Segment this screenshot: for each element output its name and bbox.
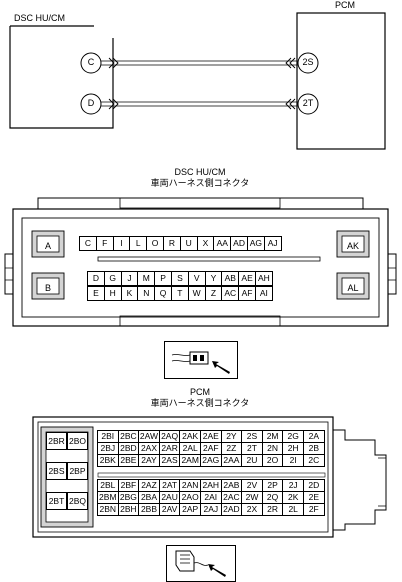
pcm-pin-2bo: 2BO — [67, 432, 88, 450]
pcm-pin-2i: 2I — [282, 454, 304, 467]
dsc-pin-q: Q — [154, 286, 172, 301]
dsc-pin-o: O — [146, 236, 164, 251]
pcm-pin-2u: 2U — [241, 454, 263, 467]
pcm-pin-2aa: 2AA — [220, 454, 243, 467]
pcm-pin-2r: 2R — [261, 503, 284, 516]
pin-c-circle — [80, 52, 102, 74]
pin-d-circle — [80, 93, 102, 115]
chevron-right-icon — [108, 98, 119, 110]
dsc-pin-z: Z — [204, 286, 223, 301]
dsc-pin-t: T — [171, 286, 189, 301]
dsc-pin-u: U — [179, 236, 198, 251]
dsc-pin-ab: AB — [221, 271, 240, 286]
dsc-key-ak: AK — [346, 241, 359, 251]
pcm-pin-2br: 2BR — [46, 432, 67, 450]
dsc-pin-c: C — [79, 236, 97, 251]
pcm-pin-2bs: 2BS — [46, 462, 67, 480]
dsc-pin-x: X — [196, 236, 215, 251]
pcm-pin-2e: 2E — [303, 491, 325, 504]
dsc-key-a: A — [44, 241, 51, 251]
dsc-pin-f: F — [95, 236, 114, 251]
dsc-pin-aa: AA — [213, 236, 232, 251]
pcm-connector-title: PCM — [190, 387, 210, 397]
pcm-pin-2bp: 2BP — [67, 462, 88, 480]
pcm-box — [296, 12, 386, 150]
pcm-pin-2aj: 2AJ — [200, 503, 222, 516]
pcm-pin-2bk: 2BK — [97, 454, 119, 467]
pcm-pin-2ay: 2AY — [138, 454, 160, 467]
pcm-pin-2bt: 2BT — [46, 492, 67, 510]
dsc-pin-d: D — [87, 271, 105, 286]
dsc-key-b: B — [44, 283, 51, 293]
dsc-pin-g: G — [103, 271, 122, 286]
pin-2t-circle — [297, 93, 319, 115]
pcm-pin-2bq: 2BQ — [67, 492, 88, 510]
pcm-pin-2c: 2C — [303, 454, 325, 467]
connector-view-icon — [166, 545, 236, 582]
dsc-pin-p: P — [154, 271, 172, 286]
dsc-pin-h: H — [103, 286, 122, 301]
pcm-pin-2o: 2O — [261, 454, 284, 467]
pcm-pin-2be: 2BE — [117, 454, 140, 467]
dsc-pin-ah: AH — [255, 271, 273, 286]
dsc-pin-aj: AJ — [263, 236, 282, 251]
chevron-left-icon — [285, 98, 296, 110]
pcm-pin-2f: 2F — [303, 503, 325, 516]
dsc-pin-w: W — [187, 286, 206, 301]
dsc-pin-r: R — [163, 236, 181, 251]
pin-c-label: C — [87, 57, 95, 67]
pcm-pin-2bh: 2BH — [117, 503, 140, 516]
pin-2s-label: 2S — [302, 57, 314, 67]
pcm-pin-2x: 2X — [241, 503, 263, 516]
pcm-pin-2bn: 2BN — [97, 503, 119, 516]
dsc-pin-af: AF — [238, 286, 256, 301]
pcm-pin-2ad: 2AD — [220, 503, 243, 516]
pin-d-label: D — [87, 98, 95, 108]
pcm-pin-2ap: 2AP — [179, 503, 201, 516]
chevron-right-icon — [108, 57, 119, 69]
dsc-pin-s: S — [171, 271, 189, 286]
dsc-connector — [4, 197, 397, 327]
dsc-pin-e: E — [87, 286, 105, 301]
dsc-pin-ai: AI — [255, 286, 273, 301]
dsc-pin-j: J — [120, 271, 139, 286]
pcm-pin-2as: 2AS — [158, 454, 181, 467]
chevron-left-icon — [285, 57, 296, 69]
wiring-diagram — [9, 12, 386, 150]
pcm-pin-2av: 2AV — [158, 503, 181, 516]
dsc-pin-l: L — [129, 236, 148, 251]
pin-2t-label: 2T — [302, 98, 314, 108]
pcm-pin-2bb: 2BB — [138, 503, 160, 516]
dsc-connector-subtitle: 車両ハーネス側コネクタ — [150, 178, 250, 188]
pcm-pin-2l: 2L — [282, 503, 304, 516]
dsc-pin-ad: AD — [230, 236, 248, 251]
dsc-pin-y: Y — [204, 271, 223, 286]
dsc-pin-ac: AC — [221, 286, 240, 301]
dsc-key-al: AL — [347, 283, 359, 293]
dsc-pin-ag: AG — [247, 236, 265, 251]
pcm-box-label: PCM — [335, 0, 355, 10]
pcm-pin-2am: 2AM — [179, 454, 201, 467]
dsc-connector-title: DSC HU/CM — [174, 167, 226, 177]
dsc-box-label: DSC HU/CM — [14, 13, 65, 23]
dsc-pin-m: M — [137, 271, 156, 286]
dsc-pin-k: K — [120, 286, 139, 301]
connector-view-icon — [164, 341, 238, 379]
pcm-connector-subtitle: 車両ハーネス側コネクタ — [150, 398, 250, 408]
dsc-pin-i: I — [112, 236, 131, 251]
pcm-pin-2ag: 2AG — [200, 454, 222, 467]
dsc-pin-n: N — [137, 286, 156, 301]
pin-2s-circle — [297, 52, 319, 74]
dsc-pin-v: V — [187, 271, 206, 286]
dsc-pin-ae: AE — [238, 271, 256, 286]
